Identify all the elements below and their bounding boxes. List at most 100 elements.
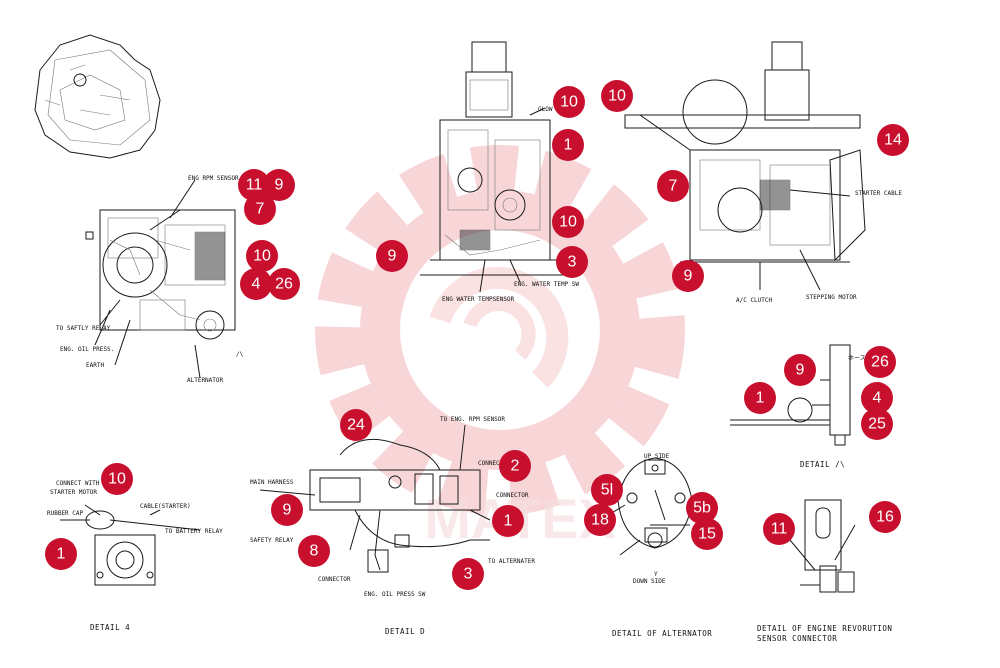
label-alternator: ALTERNATOR	[187, 377, 224, 384]
callout-1-b[interactable]: 1	[744, 382, 776, 414]
callout-number: 4	[252, 276, 261, 293]
callout-10-b[interactable]: 10	[553, 86, 585, 118]
label-connec: CONNEC	[478, 460, 500, 467]
callout-number: 15	[698, 526, 716, 543]
callout-number: 11	[246, 177, 263, 194]
callout-number: 10	[560, 94, 578, 111]
detail-y-drawing	[60, 504, 201, 586]
caption-detail-sensor-1: DETAIL OF ENGINE REVORUTION	[757, 624, 892, 633]
callout-number: 8	[310, 543, 319, 560]
callout-3-b[interactable]: 3	[452, 558, 484, 590]
label-to-alternater: TO ALTERNATER	[488, 558, 535, 565]
label-glow: GLOW	[538, 106, 553, 113]
caption-detail-d: DETAIL D	[385, 627, 425, 636]
caption-detail-alternator: DETAIL OF ALTERNATOR	[612, 629, 712, 638]
label-to-eng-rpm-sensor: TO ENG. RPM SENSOR	[440, 416, 505, 423]
callout-number: 9	[283, 502, 292, 519]
label-to-battery-relay: TO BATTERY RELAY	[165, 528, 223, 535]
callout-9-e[interactable]: 9	[271, 494, 303, 526]
label-y-mark: Y	[654, 571, 658, 578]
label-starter-cable: STARTER CABLE	[855, 190, 902, 197]
label-connector-right: CONNECTOR	[496, 492, 529, 499]
callout-number: 7	[256, 201, 265, 218]
label-hose-mark: ホース	[848, 355, 866, 362]
engine-front-view-center	[420, 41, 575, 293]
callout-7-a[interactable]: 7	[244, 193, 276, 225]
label-rubber-cap: RUBBER CAP	[47, 510, 84, 517]
callout-7-b[interactable]: 7	[657, 170, 689, 202]
callout-26-b[interactable]: 26	[864, 346, 896, 378]
callout-number: 24	[347, 417, 365, 434]
detail-a-drawing	[730, 344, 851, 446]
label-to-safety-relay: TO SAFTLY RELAY	[56, 325, 111, 332]
label-ac-clutch: A/C CLUTCH	[736, 297, 773, 304]
detail-sensor-connector-drawing	[789, 499, 856, 593]
watermark-gear-logo: MATEX	[315, 145, 685, 550]
callout-number: 10	[253, 248, 271, 265]
callout-9-a[interactable]: 9	[263, 169, 295, 201]
callout-9-b[interactable]: 9	[376, 240, 408, 272]
engine-rear-view-right	[624, 41, 866, 291]
label-up-side: UP SIDE	[644, 453, 670, 460]
callout-5l-a[interactable]: 5l	[591, 474, 623, 506]
label-safety-relay: SAFETY RELAY	[250, 537, 294, 544]
callout-9-c[interactable]: 9	[672, 260, 704, 292]
callout-number: 7	[669, 178, 678, 195]
machine-thumbnail	[34, 34, 161, 159]
callout-9-d[interactable]: 9	[784, 354, 816, 386]
callout-4-b[interactable]: 4	[861, 382, 893, 414]
callout-2-a[interactable]: 2	[499, 450, 531, 482]
callout-16-a[interactable]: 16	[869, 501, 901, 533]
callout-11-b[interactable]: 11	[763, 513, 795, 545]
callout-number: 1	[57, 546, 66, 563]
callout-24-a[interactable]: 24	[340, 409, 372, 441]
label-eng-rpm-sensor: ENG RPM SENSOR	[188, 175, 239, 182]
label-main-harness: MAIN HARNESS	[250, 479, 294, 486]
callout-number: 3	[568, 254, 577, 271]
callout-number: 10	[108, 471, 126, 488]
label-cable-starter: CABLE(STARTER)	[140, 503, 191, 510]
callout-11-a[interactable]: 11	[238, 169, 270, 201]
callout-number: 16	[876, 509, 894, 526]
callout-number: 4	[873, 390, 882, 407]
caption-detail-sensor-2: SENSOR CONNECTOR	[757, 634, 837, 643]
label-eng-oil-press: ENG. OIL PRESS.	[60, 346, 114, 353]
callout-10-c[interactable]: 10	[552, 206, 584, 238]
callout-14-a[interactable]: 14	[877, 124, 909, 156]
callout-number: 10	[608, 88, 626, 105]
label-view-marker: /\	[236, 351, 244, 358]
callout-15-a[interactable]: 15	[691, 518, 723, 550]
callout-number: 25	[868, 416, 886, 433]
callout-number: 11	[771, 521, 788, 538]
label-stepping-motor: STEPPING MOTOR	[806, 294, 857, 301]
callout-number: 5b	[693, 500, 711, 517]
callout-1-d[interactable]: 1	[45, 538, 77, 570]
callout-number: 9	[684, 268, 693, 285]
callout-1-a[interactable]: 1	[552, 129, 584, 161]
engine-side-view-left	[85, 179, 236, 379]
callout-3-a[interactable]: 3	[556, 246, 588, 278]
callout-number: 26	[275, 276, 293, 293]
callout-10-e[interactable]: 10	[101, 463, 133, 495]
callout-4-a[interactable]: 4	[240, 268, 272, 300]
callout-number: 5l	[601, 482, 613, 499]
callout-10-a[interactable]: 10	[246, 240, 278, 272]
label-eng-water-tempsensor: ENG WATER TEMPSENSOR	[442, 296, 515, 303]
callout-8-a[interactable]: 8	[298, 535, 330, 567]
detail-d-drawing	[259, 424, 491, 573]
label-connect-with-1: CONNECT WITH	[56, 480, 100, 487]
callout-18-a[interactable]: 18	[584, 504, 616, 536]
callout-number: 10	[559, 214, 577, 231]
callout-25-a[interactable]: 25	[861, 408, 893, 440]
callout-1-c[interactable]: 1	[492, 505, 524, 537]
callout-5b-a[interactable]: 5b	[686, 492, 718, 524]
callout-number: 14	[884, 132, 902, 149]
callout-number: 18	[591, 512, 609, 529]
callout-number: 1	[564, 137, 573, 154]
callout-10-d[interactable]: 10	[601, 80, 633, 112]
label-down-side: DOWN SIDE	[633, 578, 666, 585]
callout-number: 9	[388, 248, 397, 265]
callout-26-a[interactable]: 26	[268, 268, 300, 300]
caption-detail-y: DETAIL 4	[90, 623, 130, 632]
